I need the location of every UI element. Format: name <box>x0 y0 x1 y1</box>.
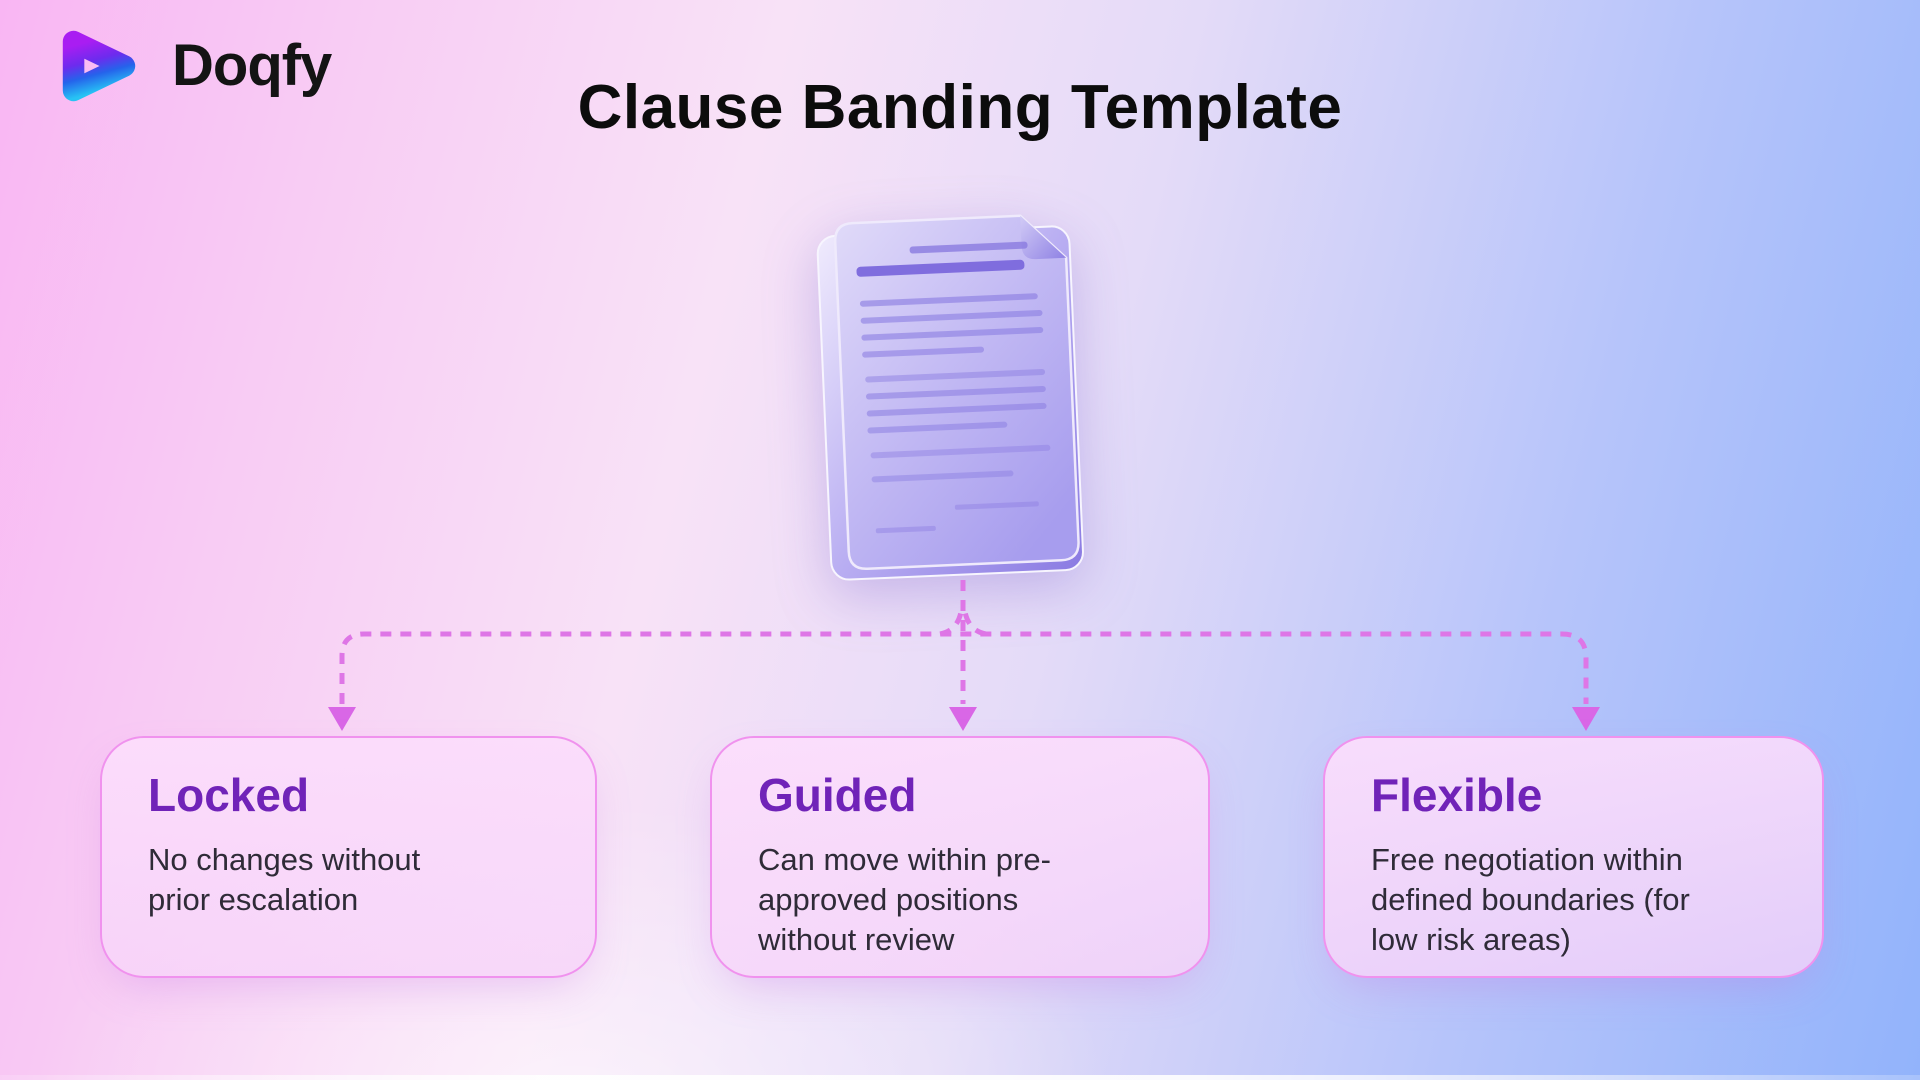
branch-line <box>339 631 1589 704</box>
card-locked-title: Locked <box>148 769 310 821</box>
card-flexible: Flexible Free negotiation within defined… <box>1323 736 1824 978</box>
brand-name: Doqfy <box>172 33 332 98</box>
document-text-lines <box>856 241 1051 534</box>
junction-fillet-left <box>939 611 964 637</box>
card-guided-title: Guided <box>758 769 917 821</box>
card-locked-description: No changes without prior escalation <box>148 841 421 917</box>
arrowheads <box>328 707 1600 731</box>
card-flexible-description: Free negotiation within defined boundari… <box>1371 841 1690 957</box>
card-locked: Locked No changes without prior escalati… <box>100 736 597 978</box>
card-flexible-title: Flexible <box>1371 769 1543 821</box>
card-guided-description: Can move within pre- approved positions … <box>758 841 1051 957</box>
document-fold-corner <box>1020 215 1067 260</box>
bottom-highlight-strip <box>0 1075 1920 1080</box>
card-guided: Guided Can move within pre- approved pos… <box>710 736 1210 978</box>
page-title: Clause Banding Template <box>577 73 1343 142</box>
arrowhead-right <box>1572 707 1600 731</box>
doqfy-logo: Doqfy <box>40 20 332 112</box>
document-icon <box>800 205 1100 585</box>
play-icon <box>62 30 136 102</box>
arrowhead-left <box>328 707 356 731</box>
junction-fillet-right <box>962 611 987 637</box>
arrowhead-center <box>949 707 977 731</box>
